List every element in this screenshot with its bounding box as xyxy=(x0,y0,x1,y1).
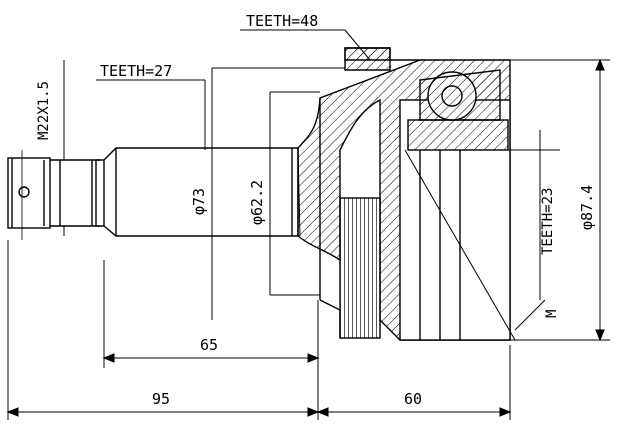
label-length-65: 65 xyxy=(200,336,218,354)
label-thread: M22X1.5 xyxy=(36,81,52,140)
label-teeth-outer: TEETH=48 xyxy=(246,12,318,30)
label-dia-62: φ62.2 xyxy=(248,180,266,225)
label-dia-73: φ73 xyxy=(190,188,208,215)
label-teeth-inner: TEETH=23 xyxy=(540,188,556,255)
threaded-stub xyxy=(7,150,105,240)
label-length-95: 95 xyxy=(152,390,170,408)
inner-race xyxy=(399,69,516,341)
label-marker: M xyxy=(544,310,560,318)
label-length-60: 60 xyxy=(404,390,422,408)
label-dia-87: φ87.4 xyxy=(578,185,596,230)
label-teeth-shaft: TEETH=27 xyxy=(100,62,172,80)
dimensions xyxy=(6,29,610,420)
